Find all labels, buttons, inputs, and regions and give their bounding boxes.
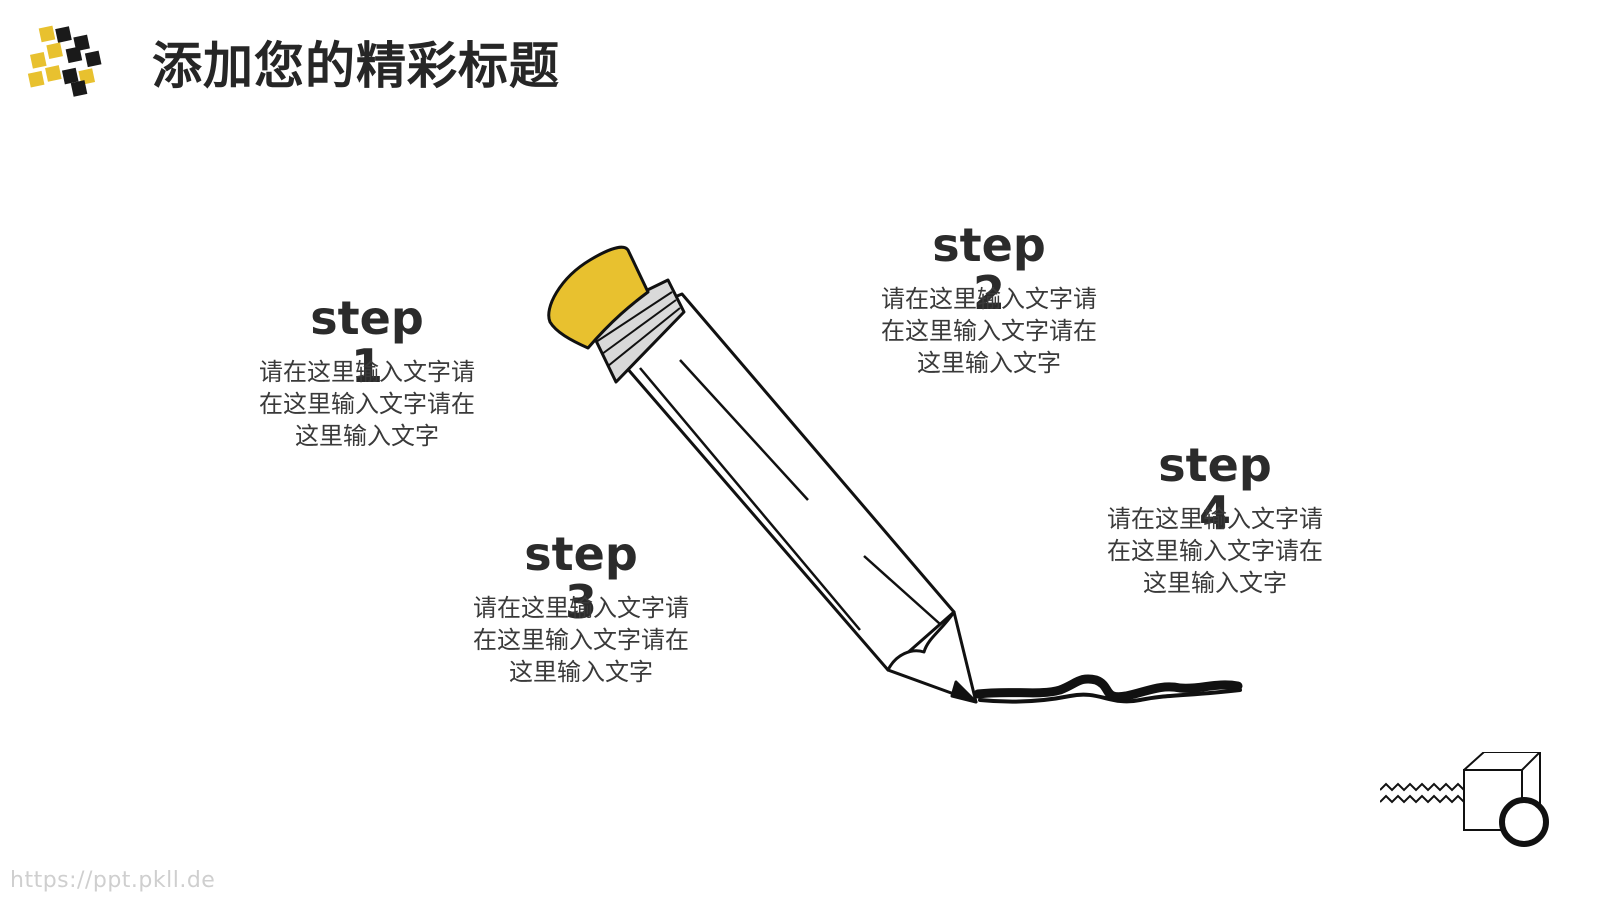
step-label: step xyxy=(1158,438,1272,492)
watermark-text: https://ppt.pkll.de xyxy=(10,868,216,893)
step-label: step xyxy=(524,527,638,581)
page-title: 添加您的精彩标题 xyxy=(152,37,560,95)
pencil-drawing-icon xyxy=(547,245,1243,704)
step-label: step xyxy=(932,218,1046,272)
step-label: step xyxy=(310,291,424,345)
step-number: 3 xyxy=(564,575,597,629)
checker-cube-logo-icon xyxy=(27,25,102,97)
step-description: 请在这里输入文字请 在这里输入文字请在 这里输入文字 xyxy=(1107,505,1323,597)
step-number: 2 xyxy=(972,266,1005,320)
step-description: 请在这里输入文字请 在这里输入文字请在 这里输入文字 xyxy=(473,594,689,686)
step-description: 请在这里输入文字请 在这里输入文字请在 这里输入文字 xyxy=(881,285,1097,377)
step-number: 1 xyxy=(350,339,383,393)
step-number: 4 xyxy=(1198,486,1231,540)
cube-zigzag-circle-icon xyxy=(1380,752,1549,847)
step-description: 请在这里输入文字请 在这里输入文字请在 这里输入文字 xyxy=(259,358,475,450)
